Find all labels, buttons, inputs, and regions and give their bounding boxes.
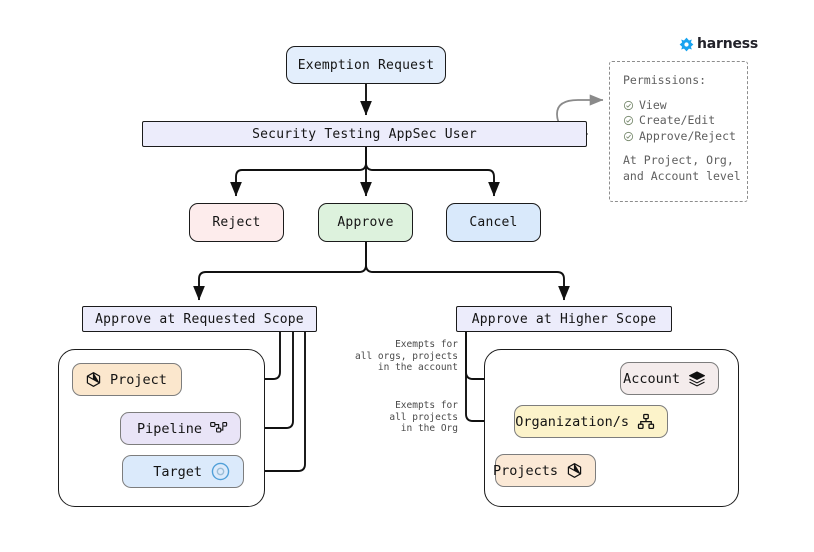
node-approve-at-higher-scope[interactable]: Approve at Higher Scope [456, 306, 672, 332]
check-circle-icon [623, 100, 634, 111]
check-circle-icon [623, 115, 634, 126]
node-reject[interactable]: Reject [189, 203, 284, 242]
permission-item-create-edit: Create/Edit [623, 113, 747, 129]
permission-label: Create/Edit [639, 113, 716, 127]
harness-diamond-icon [679, 37, 694, 52]
node-organization[interactable]: Organization/s [514, 405, 668, 438]
cube-icon [85, 371, 102, 388]
node-label: Account [623, 370, 680, 387]
permissions-list: View Create/Edit Approve/Reject [623, 98, 747, 145]
node-label: Project [110, 371, 167, 388]
node-pipeline[interactable]: Pipeline [120, 412, 241, 445]
permission-label: View [639, 97, 667, 112]
edge-label-account-exempt: Exempts for all orgs, projects in the ac… [355, 339, 458, 373]
permission-item-view: View [623, 98, 747, 114]
node-approve[interactable]: Approve [318, 203, 413, 242]
node-project[interactable]: Project [72, 363, 182, 396]
pipeline-icon [210, 421, 228, 436]
node-exemption-request[interactable]: Exemption Request [286, 46, 446, 84]
node-label: Pipeline [136, 420, 202, 437]
harness-logo: harness [679, 36, 758, 52]
harness-wordmark: harness [697, 36, 759, 52]
node-label: Target [153, 463, 202, 480]
target-icon [210, 461, 231, 482]
permissions-title: Permissions: [623, 73, 707, 87]
org-chart-icon [637, 413, 655, 431]
node-cancel[interactable]: Cancel [446, 203, 541, 242]
node-projects[interactable]: Projects [492, 454, 596, 487]
layers-icon [688, 370, 706, 388]
permission-label: Approve/Reject [639, 128, 736, 143]
node-target[interactable]: Target [122, 455, 244, 488]
node-approve-at-requested-scope[interactable]: Approve at Requested Scope [82, 306, 317, 332]
permissions-callout: Permissions: View Create/Edit [609, 61, 748, 202]
node-account[interactable]: Account [620, 362, 719, 395]
node-appsec-user[interactable]: Security Testing AppSec User [142, 121, 587, 147]
edge-label-org-exempt: Exempts for all projects in the Org [389, 400, 458, 434]
permissions-footnote-line-1: At Project, Org, [623, 153, 734, 167]
permission-item-approve-reject: Approve/Reject [623, 129, 747, 145]
cube-icon [566, 462, 583, 479]
check-circle-icon [623, 131, 634, 142]
node-label: Projects [492, 462, 558, 479]
node-label: Organization/s [515, 413, 629, 430]
permissions-footnote-line-2: and Account level [623, 168, 741, 183]
